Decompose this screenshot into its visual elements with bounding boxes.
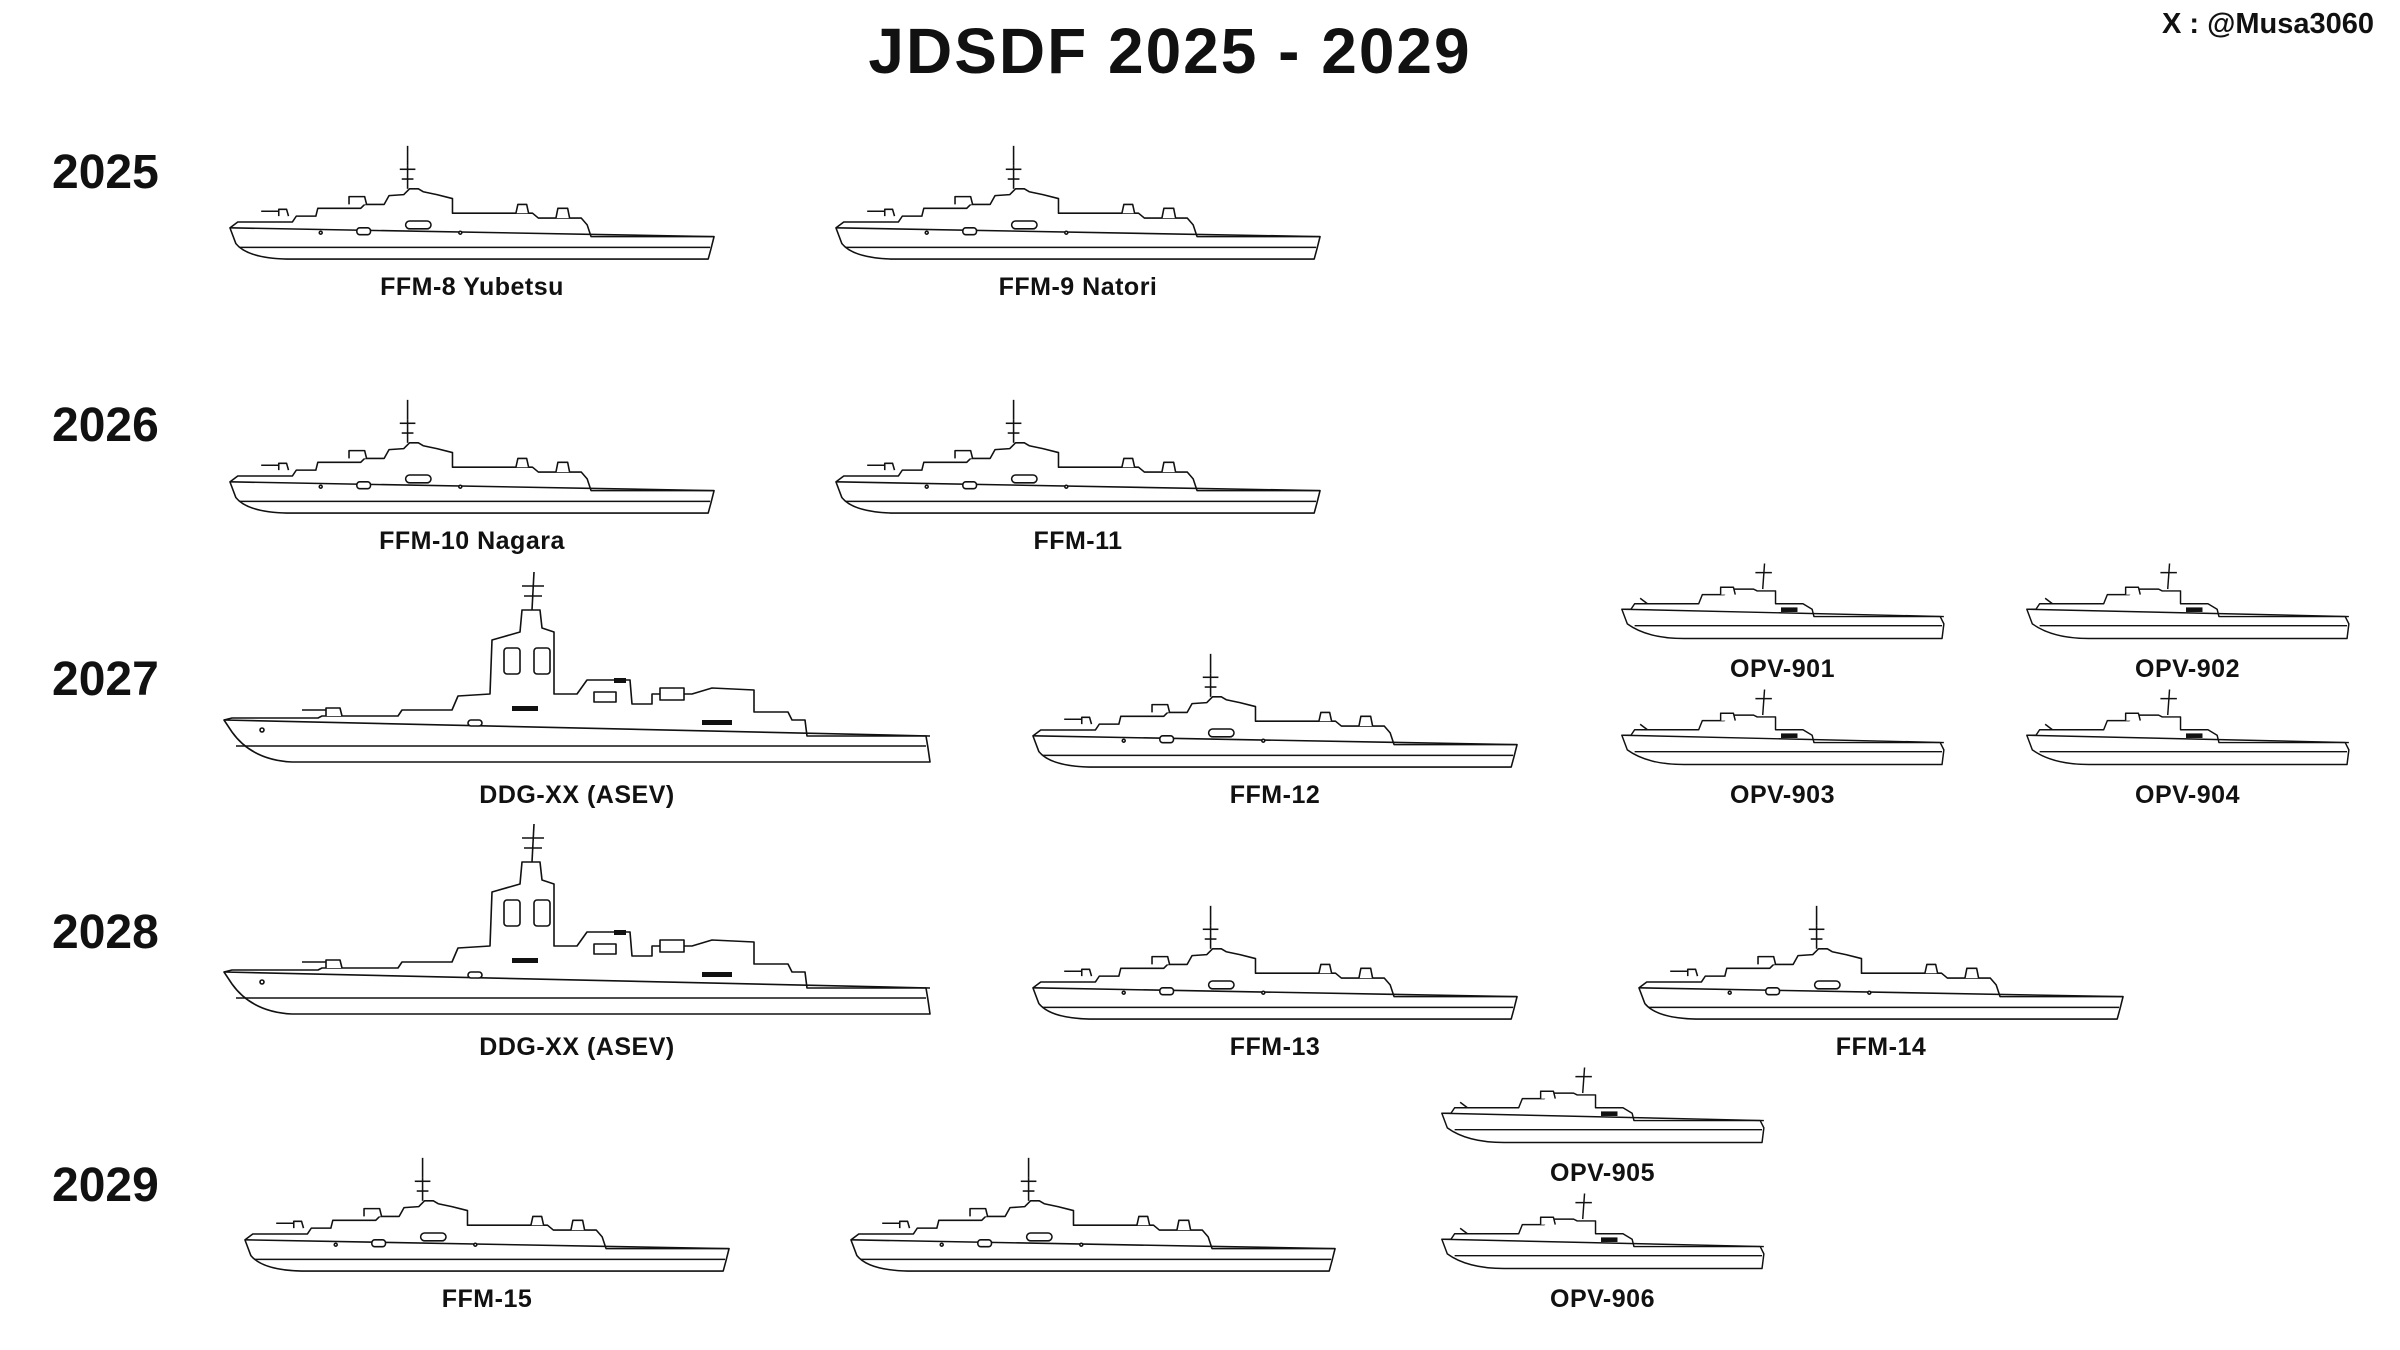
asev-destroyer-silhouette: [223, 571, 931, 763]
opv-patrol-vessel-silhouette: [2026, 689, 2350, 766]
ship-label: OPV-901: [1730, 655, 1835, 683]
ffm-frigate-silhouette: [229, 399, 715, 514]
year-label-2029: 2029: [52, 1159, 159, 1212]
year-label-2027: 2027: [52, 653, 159, 706]
ship-ffm-11: FFM-11: [828, 394, 1328, 556]
ship-label: OPV-906: [1550, 1285, 1655, 1313]
ship-ffm-14: FFM-14: [1616, 900, 2146, 1062]
ship-label: OPV-902: [2135, 655, 2240, 683]
ship-opv-904: OPV-904: [2010, 684, 2365, 810]
asev-destroyer-silhouette: [223, 823, 931, 1015]
opv-patrol-vessel-silhouette: [1441, 1067, 1765, 1144]
ship-ffm-unnamed-2029: [828, 1152, 1358, 1314]
ship-label: FFM-15: [441, 1285, 533, 1313]
ship-label: OPV-905: [1550, 1159, 1655, 1187]
ship-label: FFM-9 Natori: [998, 273, 1158, 301]
ship-ffm-12: FFM-12: [1025, 648, 1525, 810]
ffm-frigate-silhouette: [244, 1157, 730, 1272]
opv-patrol-vessel-silhouette: [2026, 563, 2350, 640]
opv-patrol-vessel-silhouette: [1441, 1193, 1765, 1270]
ffm-frigate-silhouette: [1032, 653, 1518, 768]
ship-label: FFM-10 Nagara: [379, 527, 565, 555]
ship-opv-901: OPV-901: [1605, 558, 1960, 684]
ship-label: DDG-XX (ASEV): [479, 781, 675, 809]
ship-label: OPV-903: [1730, 781, 1835, 809]
ship-label: OPV-904: [2135, 781, 2240, 809]
ship-label: FFM-14: [1835, 1033, 1927, 1061]
ship-ffm-8: FFM-8 Yubetsu: [222, 140, 722, 302]
ship-opv-906: OPV-906: [1425, 1188, 1780, 1314]
ship-label: DDG-XX (ASEV): [479, 1033, 675, 1061]
ship-label: FFM-11: [1033, 527, 1123, 555]
ship-ffm-13: FFM-13: [1010, 900, 1540, 1062]
ship-label: FFM-8 Yubetsu: [380, 273, 564, 301]
ship-ffm-15: FFM-15: [222, 1152, 752, 1314]
ffm-frigate-silhouette: [835, 145, 1321, 260]
ship-label: FFM-13: [1229, 1033, 1321, 1061]
year-label-2028: 2028: [52, 906, 159, 959]
ffm-frigate-silhouette: [229, 145, 715, 260]
ffm-frigate-silhouette: [850, 1157, 1336, 1272]
ffm-frigate-silhouette: [835, 399, 1321, 514]
ship-opv-902: OPV-902: [2010, 558, 2365, 684]
ship-label: FFM-12: [1229, 781, 1321, 809]
page-title: JDSDF 2025 - 2029: [868, 15, 1472, 87]
ffm-frigate-silhouette: [1638, 905, 2124, 1020]
author-credit: X : @Musa3060: [2161, 8, 2374, 40]
opv-patrol-vessel-silhouette: [1621, 563, 1945, 640]
year-label-2026: 2026: [52, 399, 159, 452]
ship-opv-903: OPV-903: [1605, 684, 1960, 810]
ship-opv-905: OPV-905: [1425, 1062, 1780, 1188]
ship-ffm-10: FFM-10 Nagara: [222, 394, 722, 556]
ship-ddg-xx-asev-2027: DDG-XX (ASEV): [222, 556, 932, 810]
opv-patrol-vessel-silhouette: [1621, 689, 1945, 766]
ffm-frigate-silhouette: [1032, 905, 1518, 1020]
year-label-2025: 2025: [52, 146, 159, 199]
ship-ddg-xx-asev-2028: DDG-XX (ASEV): [222, 808, 932, 1062]
ship-ffm-9: FFM-9 Natori: [828, 140, 1328, 302]
